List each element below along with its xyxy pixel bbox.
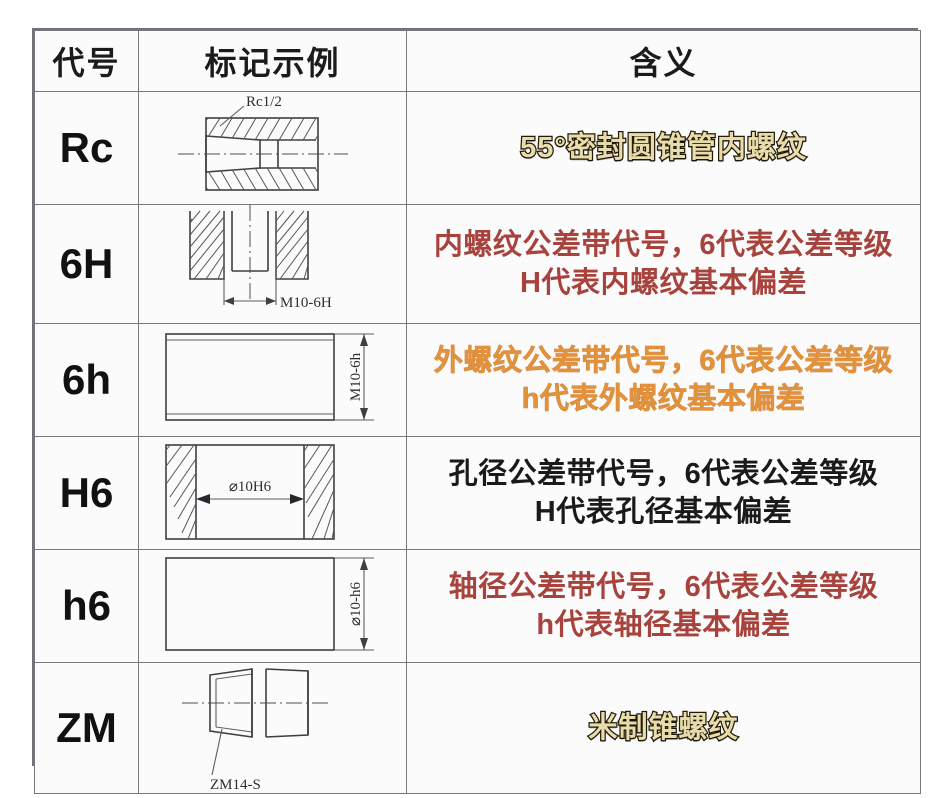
meaning-line: 外螺纹公差带代号，6代表公差等级 — [433, 344, 894, 377]
drawing-external-thread-shaft: M10-6h — [138, 323, 407, 437]
spec-table: 代号 标记示例 含义 Rc — [34, 30, 921, 794]
table-row: ZM — [34, 662, 921, 794]
6h-section-drawing: M10-6H — [188, 205, 332, 311]
meaning-line: 米制锥螺纹 — [587, 711, 739, 746]
meaning-cell: 55°密封圆锥管内螺纹 — [406, 91, 921, 205]
zm-taper-drawing: ZM14-S — [181, 668, 332, 793]
meaning-cell: 轴径公差带代号，6代表公差等级 h代表轴径基本偏差 — [406, 549, 921, 663]
meaning-cell: 外螺纹公差带代号，6代表公差等级 h代表外螺纹基本偏差 — [406, 323, 921, 437]
table-row: 6h M10-6h — [34, 323, 921, 437]
drawing-tapped-blind-hole-section: M10-6H — [138, 204, 407, 324]
code-label: 6H — [34, 204, 139, 324]
table-row: h6 ⌀10-h6 轴径公差带代号，6代表公差等级 h代表轴径基本偏差 — [34, 549, 921, 663]
table-row: 6H — [34, 204, 921, 324]
meaning-line: H代表孔径基本偏差 — [534, 496, 793, 528]
dim-label: M10-6h — [348, 352, 364, 401]
meaning-cell: 米制锥螺纹 — [406, 662, 921, 794]
table-row: H6 — [34, 436, 921, 550]
h6-bore-drawing: ⌀10H6 — [164, 444, 335, 540]
dim-label: ZM14-S — [210, 777, 261, 793]
meaning-line: 内螺纹公差带代号，6代表公差等级 — [433, 228, 894, 261]
drawing-tapered-internal-pipe-thread-section: Rc1/2 — [138, 91, 407, 205]
dim-label: Rc1/2 — [246, 94, 282, 110]
table-header-row: 代号 标记示例 含义 — [34, 30, 921, 92]
dim-label: M10-6H — [280, 295, 332, 311]
code-label: Rc — [34, 91, 139, 205]
dim-label: ⌀10-h6 — [348, 581, 364, 626]
meaning-cell: 内螺纹公差带代号，6代表公差等级 H代表内螺纹基本偏差 — [406, 204, 921, 324]
meaning-line: 55°密封圆锥管内螺纹 — [519, 131, 807, 166]
code-label: H6 — [34, 436, 139, 550]
rc-section-drawing: Rc1/2 — [177, 94, 348, 191]
meaning-line: h代表轴径基本偏差 — [536, 609, 791, 641]
meaning-line: 轴径公差带代号，6代表公差等级 — [448, 570, 879, 603]
header-meaning: 含义 — [406, 30, 921, 92]
drawing-metric-taper-thread: ZM14-S — [138, 662, 407, 794]
meaning-cell: 孔径公差带代号，6代表公差等级 H代表孔径基本偏差 — [406, 436, 921, 550]
6h-shaft-drawing: M10-6h — [164, 333, 374, 421]
code-label: 6h — [34, 323, 139, 437]
drawing-shaft-diameter: ⌀10-h6 — [138, 549, 407, 663]
header-code: 代号 — [34, 30, 139, 92]
code-label: ZM — [34, 662, 139, 794]
meaning-line: H代表内螺纹基本偏差 — [520, 267, 807, 299]
header-example: 标记示例 — [138, 30, 407, 92]
meaning-line: h代表外螺纹基本偏差 — [521, 383, 806, 416]
code-label: h6 — [34, 549, 139, 663]
dim-label: ⌀10H6 — [228, 479, 271, 495]
h6-shaft-drawing: ⌀10-h6 — [164, 557, 374, 651]
table-row: Rc — [34, 91, 921, 205]
drawing-bore-hole-section: ⌀10H6 — [138, 436, 407, 550]
meaning-line: 孔径公差带代号，6代表公差等级 — [448, 457, 879, 490]
thread-designation-table: 代号 标记示例 含义 Rc — [32, 28, 921, 794]
